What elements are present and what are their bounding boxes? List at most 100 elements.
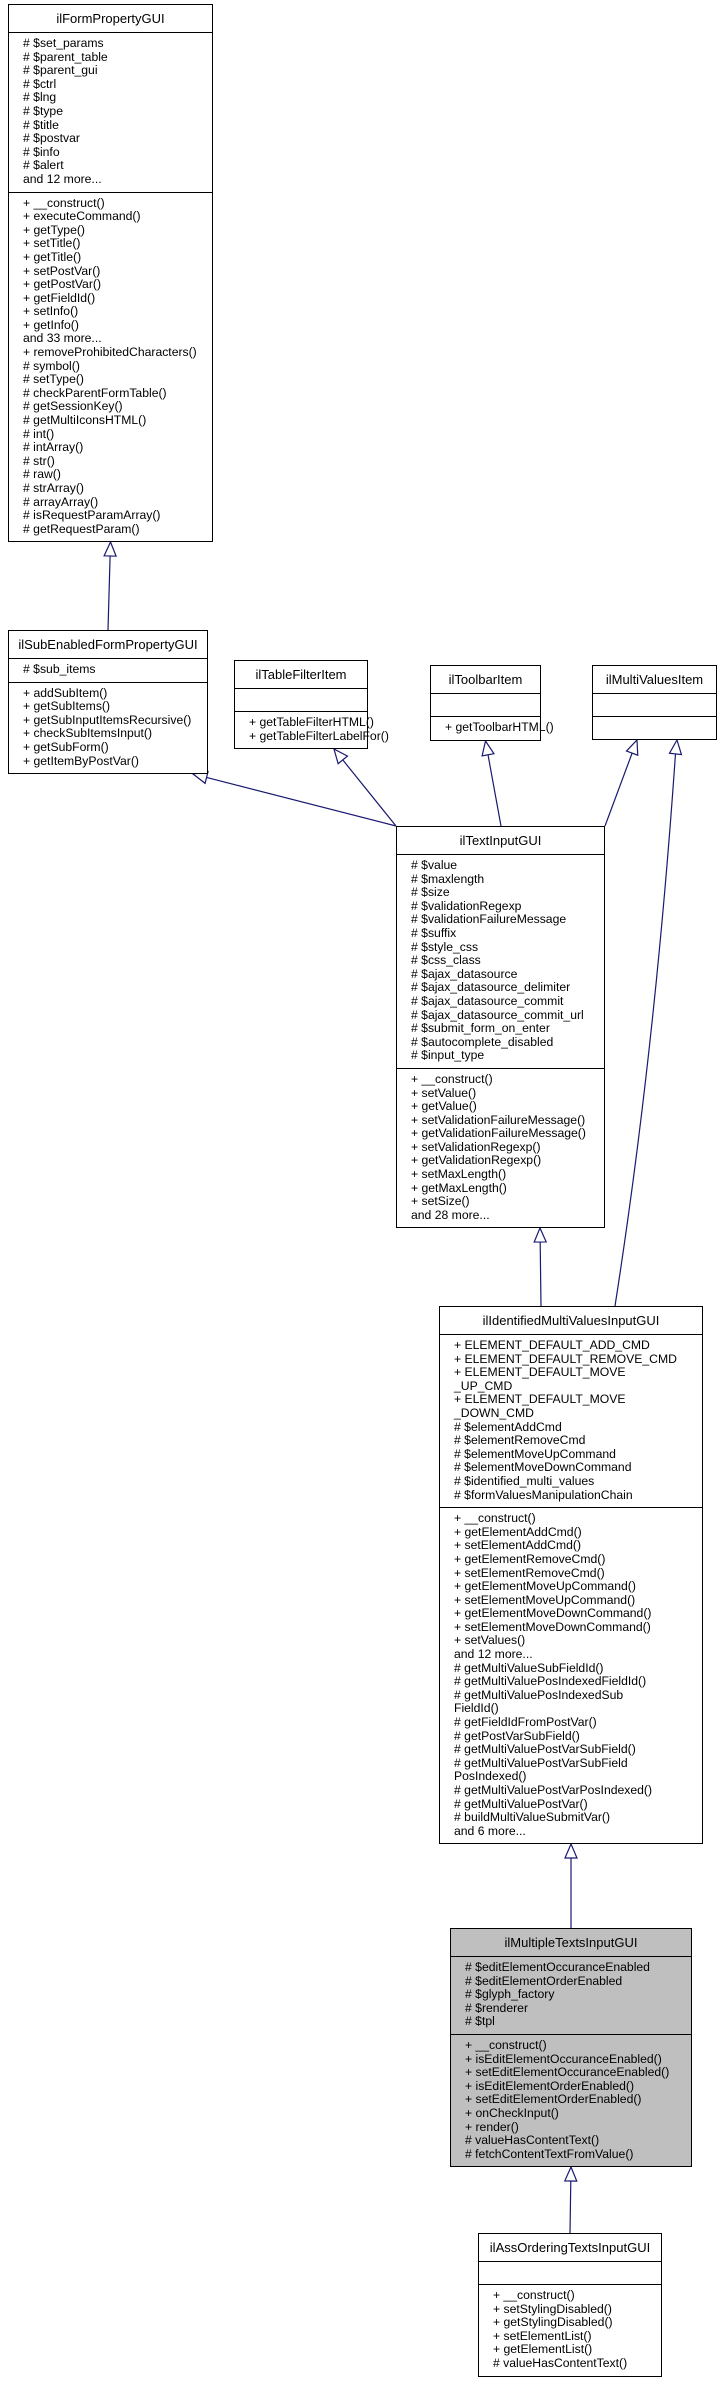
- method-line: + __construct(): [411, 1071, 493, 1086]
- methods-section: + __construct()+ setValue()+ getValue()+…: [397, 1067, 604, 1228]
- method-line: + render(): [465, 2119, 519, 2134]
- attribute-line: # $parent_table: [23, 49, 108, 64]
- method-line: # getMultiValuePosIndexedFieldId(): [454, 1674, 647, 1689]
- class-box-il-multi-values-item[interactable]: ilMultiValuesItem: [592, 665, 717, 740]
- method-line: + __construct(): [465, 2037, 547, 2052]
- inheritance-arrowhead: [481, 739, 495, 757]
- inheritance-edge: [342, 759, 397, 827]
- attribute-line: # $sub_items: [23, 662, 96, 676]
- attribute-line: # $title: [23, 117, 59, 132]
- method-line: + isEditElementOrderEnabled(): [465, 2078, 635, 2093]
- method-line: # getMultiValuePostVarSubField(): [454, 1742, 636, 1757]
- class-box-il-text-input-gui[interactable]: ilTextInputGUI# $value# $maxlength# $siz…: [396, 826, 605, 1229]
- attributes-section: # $value# $maxlength# $size# $validation…: [397, 854, 604, 1068]
- class-box-il-toolbar-item[interactable]: ilToolbarItem + getToolbarHTML(): [430, 665, 554, 741]
- method-line: # symbol(): [23, 358, 80, 373]
- attributes-section: # $set_params# $parent_table# $parent_gu…: [9, 32, 212, 192]
- method-line: + getInfo(): [23, 317, 79, 332]
- methods-section: + addSubItem()+ getSubItems()+ getSubInp…: [9, 681, 207, 774]
- class-name: ilTableFilterItem: [255, 667, 347, 682]
- methods-section: + getTableFilterHTML()+ getTableFilterLa…: [235, 711, 389, 748]
- inheritance-arrowhead: [668, 738, 683, 756]
- method-line: + isEditElementOccuranceEnabled(): [465, 2051, 662, 2066]
- class-box-il-ass-ordering-texts-input-gui[interactable]: ilAssOrderingTextsInputGUI+ __construct(…: [478, 2233, 662, 2377]
- attributes-section: # $sub_items: [9, 658, 207, 682]
- attribute-line: # $glyph_factory: [465, 1987, 555, 2002]
- method-line: + setElementRemoveCmd(): [454, 1565, 605, 1580]
- method-line: + getFieldId(): [23, 290, 96, 305]
- method-line: and 12 more...: [454, 1647, 533, 1662]
- attribute-line: # $value: [411, 858, 458, 872]
- method-line: + getItemByPostVar(): [23, 753, 139, 768]
- method-line: + setInfo(): [23, 304, 79, 319]
- method-line: + getValidationFailureMessage(): [411, 1126, 586, 1141]
- method-line: + getSubForm(): [23, 739, 109, 754]
- inheritance-edge: [569, 2180, 572, 2234]
- method-line: # arrayArray(): [23, 494, 99, 509]
- method-line: # getMultiValuePostVar(): [454, 1796, 588, 1811]
- attribute-line: # $lng: [23, 90, 57, 105]
- attribute-line: # $autocomplete_disabled: [411, 1034, 554, 1049]
- attribute-line: + ELEMENT_DEFAULT_MOVE: [454, 1392, 626, 1407]
- method-line: + __construct(): [23, 195, 105, 210]
- methods-section: [593, 716, 716, 739]
- method-line: # fetchContentTextFromValue(): [465, 2146, 634, 2161]
- methods-section: + __construct()+ isEditElementOccuranceE…: [451, 2033, 691, 2166]
- attribute-line: # $tpl: [465, 2014, 495, 2029]
- class-box-il-multiple-texts-input-gui[interactable]: ilMultipleTextsInputGUI# $editElementOcc…: [450, 1928, 692, 2168]
- attribute-line: # $validationRegexp: [411, 898, 522, 913]
- method-line: + getSubInputItemsRecursive(): [23, 712, 192, 727]
- method-line: + getElementAddCmd(): [454, 1524, 582, 1539]
- inheritance-arrowhead: [564, 1842, 578, 1859]
- class-box-il-form-property-gui[interactable]: ilFormPropertyGUI# $set_params# $parent_…: [8, 4, 213, 543]
- method-line: + getElementMoveUpCommand(): [454, 1579, 636, 1594]
- inheritance-arrowhead: [625, 738, 639, 757]
- method-line: # getPostVarSubField(): [454, 1728, 580, 1743]
- method-line: # getFieldIdFromPostVar(): [454, 1715, 597, 1730]
- attribute-line: # $suffix: [411, 925, 457, 940]
- method-line: # int(): [23, 426, 55, 441]
- attribute-line: # $ajax_datasource: [411, 966, 518, 981]
- method-line: + removeProhibitedCharacters(): [23, 345, 197, 360]
- method-line: + setValues(): [454, 1633, 526, 1648]
- method-line: # getMultiIconsHTML(): [23, 413, 147, 428]
- inheritance-edge: [539, 1241, 542, 1307]
- method-line: # getMultiValuePostVarSubField: [454, 1755, 628, 1770]
- class-box-il-sub-enabled-form-property-gui[interactable]: ilSubEnabledFormPropertyGUI # $sub_items +…: [8, 630, 208, 775]
- method-line: + setStylingDisabled(): [493, 2301, 612, 2316]
- attribute-line: + ELEMENT_DEFAULT_MOVE: [454, 1365, 626, 1380]
- methods-section: + __construct()+ getElementAddCmd()+ set…: [440, 1507, 702, 1843]
- method-line: + getType(): [23, 222, 85, 237]
- attribute-line: # $postvar: [23, 131, 80, 146]
- attribute-line: _DOWN_CMD: [454, 1405, 534, 1420]
- method-line: # getRequestParam(): [23, 521, 140, 536]
- method-line: + setValidationFailureMessage(): [411, 1112, 586, 1127]
- inheritance-edge: [107, 555, 111, 631]
- attribute-line: # $ctrl: [23, 76, 57, 91]
- method-line: # valueHasContentText(): [493, 2355, 628, 2370]
- method-line: + setElementList(): [493, 2328, 592, 2343]
- class-box-il-identified-multi-values-input-gui[interactable]: ilIdentifiedMultiValuesInputGUI+ ELEMENT…: [439, 1306, 703, 1845]
- method-line: # getMultiValuePostVarPosIndexed(): [454, 1783, 653, 1797]
- attribute-line: # $ajax_datasource_commit: [411, 993, 564, 1008]
- attributes-section: [479, 2261, 661, 2284]
- inheritance-edge: [604, 752, 633, 827]
- method-line: # valueHasContentText(): [465, 2133, 600, 2148]
- attribute-line: # $editElementOrderEnabled: [465, 1973, 623, 1988]
- attributes-section: [235, 688, 367, 711]
- class-name: ilSubEnabledFormPropertyGUI: [18, 637, 198, 652]
- class-name: ilToolbarItem: [448, 672, 523, 687]
- method-line: # setType(): [23, 372, 84, 387]
- attribute-line: # $set_params: [23, 36, 104, 50]
- inheritance-arrowhead: [533, 1226, 548, 1243]
- method-line: + getToolbarHTML(): [445, 720, 554, 734]
- attributes-section: [593, 693, 716, 716]
- attribute-line: # $validationFailureMessage: [411, 912, 567, 927]
- class-box-il-table-filter-item[interactable]: ilTableFilterItem + getTableFilterHTML()+…: [234, 660, 389, 750]
- attribute-line: # $submit_form_on_enter: [411, 1021, 550, 1036]
- attributes-section: [431, 693, 540, 716]
- attribute-line: # $type: [23, 103, 63, 118]
- attribute-line: # $formValuesManipulationChain: [454, 1487, 633, 1502]
- method-line: + getTableFilterHTML(): [249, 715, 374, 729]
- method-line: # str(): [23, 453, 55, 468]
